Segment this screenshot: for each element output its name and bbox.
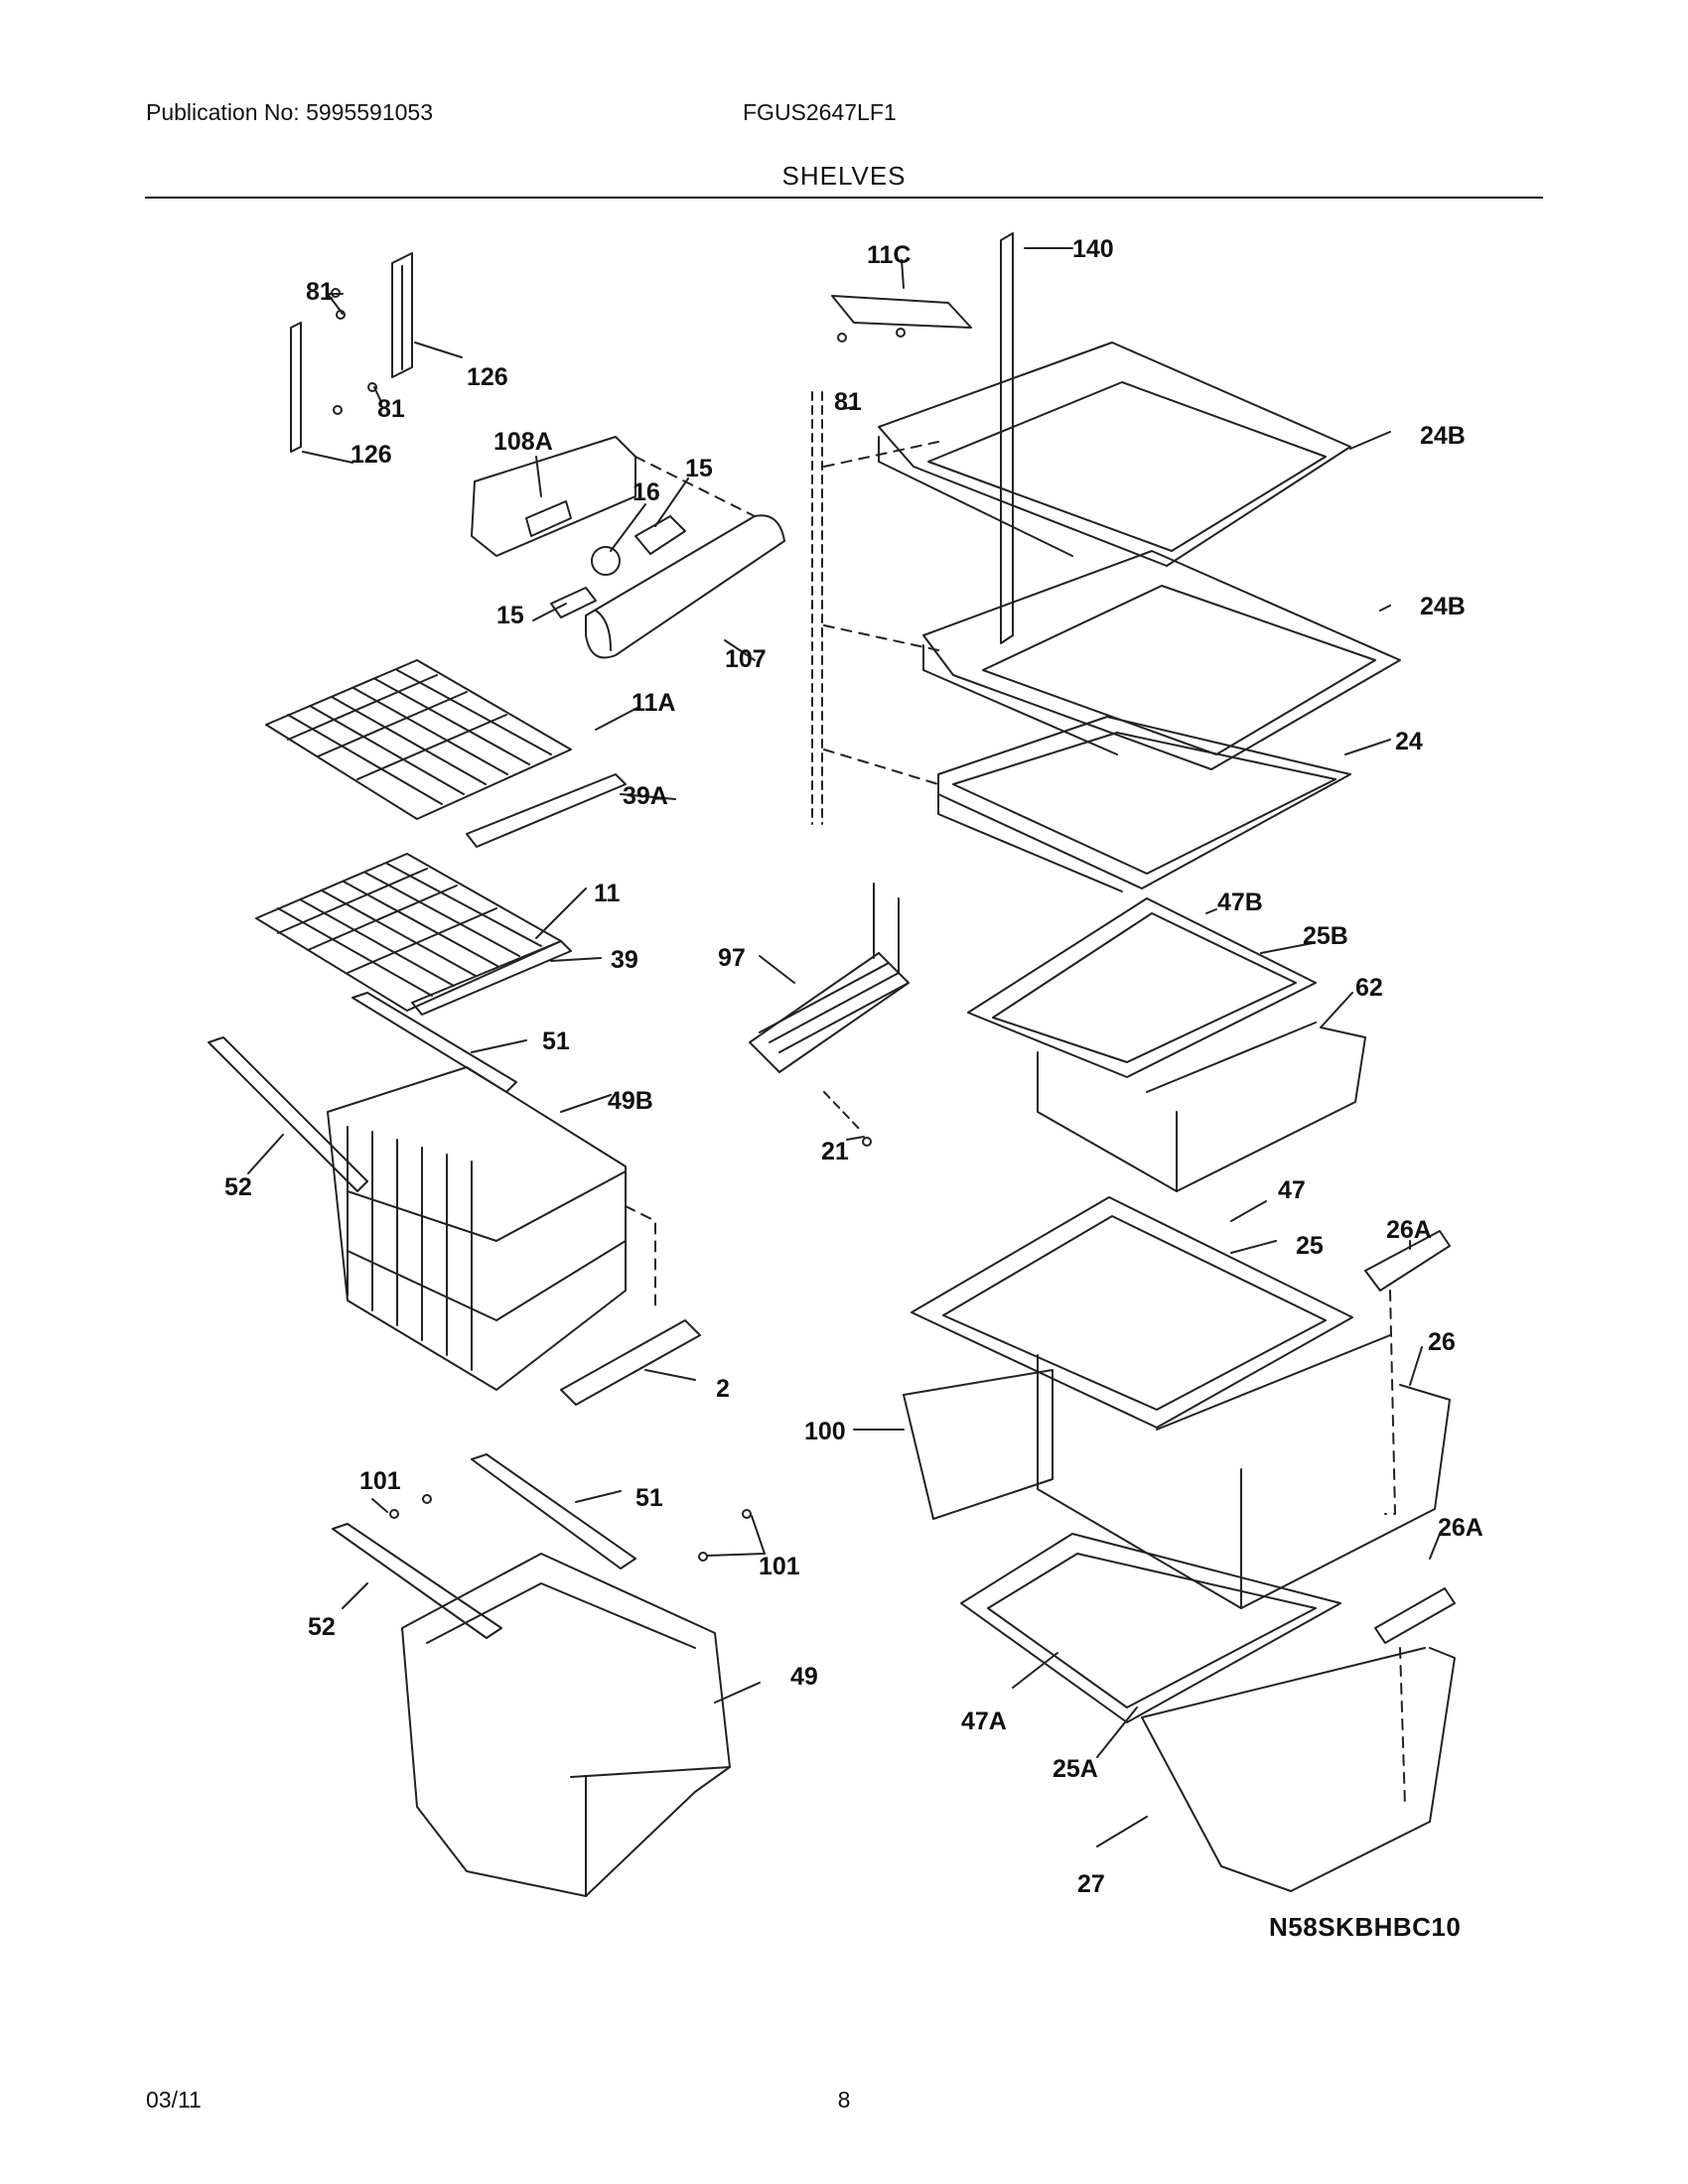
page-number: 8 (837, 2087, 851, 2113)
callout-label: 26A (1386, 1216, 1432, 1244)
callout-label: 26A (1438, 1514, 1483, 1542)
callout-label: 11A (632, 689, 675, 717)
callout-leaders (247, 247, 1441, 1847)
callout-label: 47 (1278, 1176, 1306, 1204)
crisper-middle-parts (903, 1196, 1451, 1609)
callout-label: 81 (306, 278, 334, 306)
callout-label: 47B (1217, 888, 1263, 916)
callout-labels: 81 126 81 126 108A 15 16 15 107 11A 39A … (224, 235, 1483, 1898)
freezer-basket-parts (208, 992, 701, 1406)
callout-label: 101 (759, 1553, 800, 1580)
fresh-food-rail-parts (811, 232, 1014, 825)
callout-label: 2 (716, 1375, 730, 1403)
crisper-lower-parts (960, 1533, 1456, 1892)
callout-label: 25 (1296, 1232, 1324, 1260)
callout-label: 52 (308, 1613, 336, 1641)
callout-label: 81 (377, 395, 405, 423)
callout-label: 11C (867, 241, 911, 269)
callout-label: 26 (1428, 1328, 1456, 1356)
callout-label: 49 (790, 1663, 818, 1691)
callout-label: 52 (224, 1173, 252, 1201)
callout-label: 24B (1420, 593, 1466, 620)
callout-label: 140 (1072, 235, 1114, 263)
callout-label: 11 (594, 880, 621, 907)
callout-label: 15 (496, 602, 524, 629)
page-title: SHELVES (781, 161, 907, 191)
wire-shelf-11A (265, 659, 627, 848)
callout-label: 81 (834, 388, 862, 416)
callout-label: 15 (685, 455, 713, 482)
callout-label: 47A (961, 1707, 1007, 1735)
crisper-upper-parts (967, 897, 1366, 1192)
callout-label: 62 (1355, 974, 1383, 1002)
model-number: FGUS2647LF1 (743, 99, 897, 125)
footer-date: 03/11 (146, 2087, 202, 2113)
diagram-code: N58SKBHBC10 (1269, 1912, 1462, 1942)
callout-label: 49B (608, 1087, 653, 1115)
callout-label: 51 (635, 1484, 663, 1512)
callout-label: 39A (623, 782, 668, 810)
freezer-bin-parts (332, 1453, 752, 1897)
glass-shelves-24 (823, 341, 1401, 892)
callout-label: 16 (633, 478, 660, 506)
callout-label: 126 (467, 363, 508, 391)
callout-label: 25A (1053, 1755, 1098, 1783)
light-assembly-parts (471, 436, 785, 659)
callout-label: 25B (1303, 922, 1348, 950)
callout-label: 27 (1077, 1870, 1105, 1898)
header-rule (145, 197, 1543, 199)
callout-label: 51 (542, 1027, 570, 1055)
callout-label: 126 (351, 441, 392, 469)
callout-label: 101 (359, 1467, 401, 1495)
coil-97-parts (749, 883, 910, 1147)
callout-label: 24B (1420, 422, 1466, 450)
publication-number: Publication No: 5995591053 (146, 99, 434, 125)
callout-label: 107 (725, 645, 767, 673)
callout-label: 39 (611, 946, 638, 974)
callout-label: 21 (821, 1138, 849, 1165)
callout-label: 100 (804, 1418, 846, 1445)
wire-shelf-11 (255, 853, 572, 1016)
callout-label: 97 (718, 944, 746, 972)
callout-label: 24 (1395, 728, 1423, 755)
callout-label: 108A (493, 428, 553, 456)
